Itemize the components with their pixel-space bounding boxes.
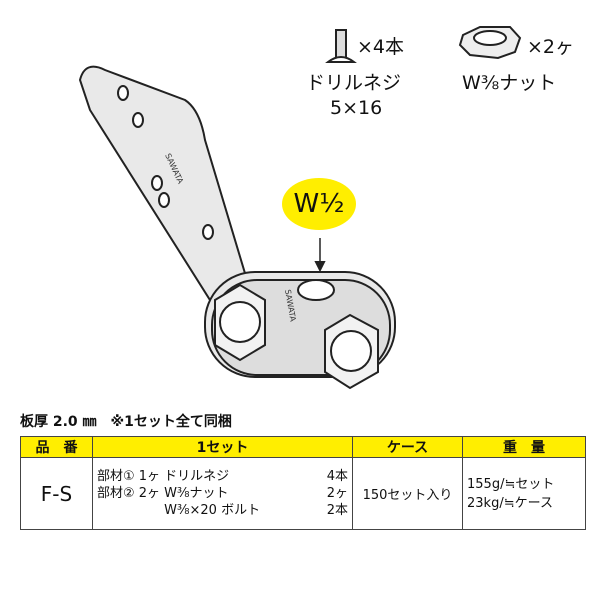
weight-set: 155g/≒セット (467, 476, 555, 492)
weight-case: 23kg/≒ケース (467, 495, 553, 511)
screw-name: ドリルネジ (306, 72, 402, 94)
drill-screw-icon (325, 29, 357, 63)
set-qty-1: 4本 (326, 469, 348, 484)
header-case: ケース (352, 436, 463, 458)
spec-table: 品 番 1セット ケース 重 量 F-S 部材① 1ヶドリルネジ 4本 部材② 2… (20, 436, 586, 530)
set-item-2: W⅜ナット (164, 486, 229, 501)
hex-bolt-left (214, 283, 266, 362)
plate-thickness-note: 板厚 2.0 ㎜ ※1セット全て同梱 (20, 414, 232, 430)
nut-name: W⅜ナット (462, 72, 557, 94)
hex-bolt-right (324, 313, 379, 390)
set-qty-2: 2ヶ (326, 486, 348, 501)
set-qty-3: 2本 (326, 503, 348, 518)
bolt-size-badge: W½ (282, 178, 356, 230)
product-code: F-S (20, 457, 93, 530)
header-code: 品 番 (20, 436, 93, 458)
set-item-1: ドリルネジ (164, 469, 230, 484)
case-quantity: 150セット入り (352, 457, 463, 530)
set-part-1: 部材① 1ヶ (97, 469, 161, 484)
nut-quantity: ×2ヶ (527, 36, 575, 58)
set-part-2: 部材② 2ヶ (97, 486, 161, 501)
table-header: 品 番 1セット ケース 重 量 (20, 436, 586, 458)
screw-size: 5×16 (330, 97, 383, 119)
bracket-illustration: SAWATA SAWATA (78, 26, 522, 390)
header-set: 1セット (92, 436, 353, 458)
screw-quantity: ×4本 (357, 36, 405, 58)
header-weight: 重 量 (462, 436, 586, 458)
hex-nut-icon (458, 26, 522, 60)
set-item-3: W⅜×20 ボルト (164, 503, 261, 518)
